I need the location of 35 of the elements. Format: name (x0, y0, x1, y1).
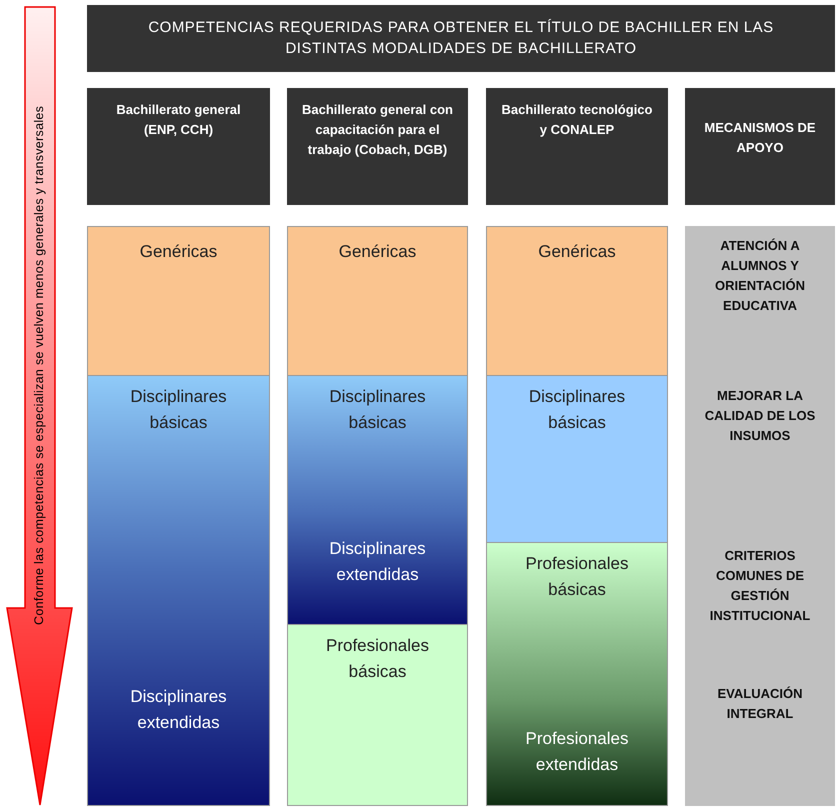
support-item: ATENCIÓN A ALUMNOS Y ORIENTACIÓN EDUCATIVA (714, 237, 806, 315)
competency-band (486, 226, 668, 376)
support-item: MEJORAR LA CALIDAD DE LOS INSUMOS (704, 387, 816, 445)
band-label: Profesionales extendidas (524, 728, 630, 776)
competency-band (287, 226, 468, 376)
competency-band (287, 375, 468, 625)
header-box (486, 88, 668, 205)
competency-band (486, 375, 668, 543)
column-header: Bachillerato tecnológico y CONALEP (500, 101, 654, 139)
band-label: Genéricas (338, 241, 418, 263)
support-item: CRITERIOS COMUNES DE GESTIÓN INSTITUCIONAL (708, 547, 812, 625)
band-label: Disciplinares extendidas (328, 538, 427, 586)
band-label: Disciplinares básicas (528, 386, 626, 434)
header-box (685, 88, 835, 205)
column-header: MECANISMOS DE APOYO (703, 119, 817, 157)
header-box (287, 88, 468, 205)
band-label: Genéricas (138, 241, 218, 263)
band-label: Disciplinares extendidas (129, 686, 228, 734)
column-header: Bachillerato general (ENP, CCH) (115, 101, 242, 139)
band-label: Disciplinares básicas (129, 386, 228, 434)
support-panel (685, 226, 835, 806)
down-arrow (5, 5, 73, 807)
header-box (87, 88, 270, 205)
column-header: Bachillerato general con capacitación para el trabajo (Cobach, DGB) (301, 101, 454, 159)
band-label: Genéricas (537, 241, 617, 263)
competency-band (287, 624, 468, 806)
title-text: COMPETENCIAS REQUERIDAS PARA OBTENER EL TÍTULO DE BACHILLER EN LAS DISTINTAS MODALIDADES DE BACHILLERATO (147, 18, 775, 59)
band-label: Disciplinares básicas (328, 386, 427, 434)
arrow-label: Conforme las competencias se especializan se vuelven menos generales y transversales (32, 104, 46, 627)
competency-band (87, 226, 270, 376)
support-item: EVALUACIÓN INTEGRAL (716, 685, 804, 723)
band-label: Profesionales básicas (524, 553, 630, 601)
competency-band (87, 375, 270, 806)
competency-band (486, 542, 668, 806)
band-label: Profesionales básicas (324, 635, 430, 683)
